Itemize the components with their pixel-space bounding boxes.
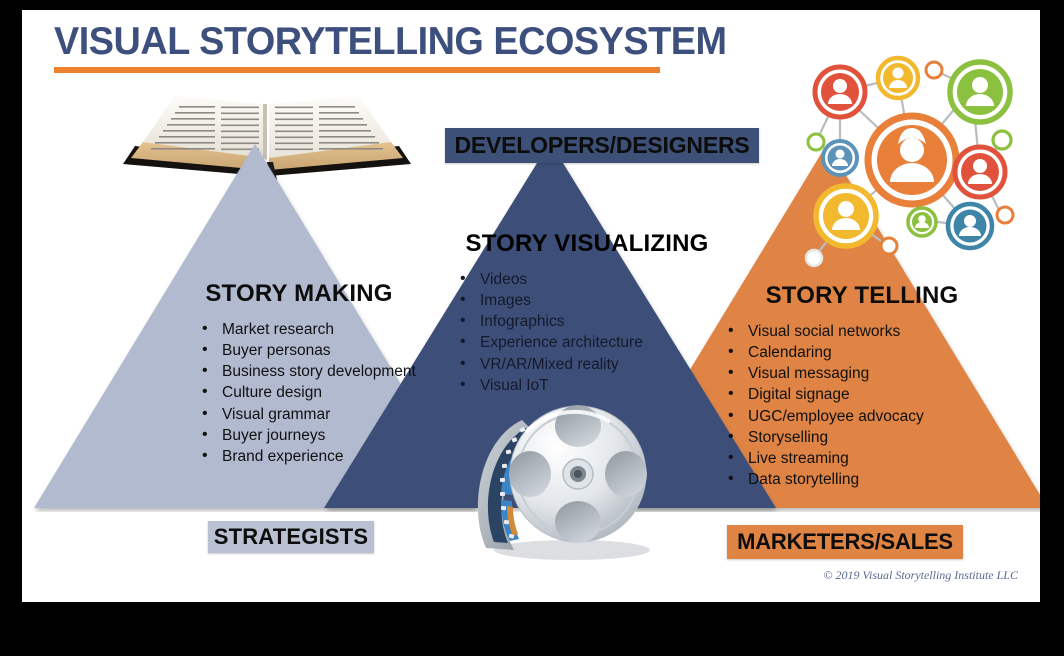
list-item: • Storyselling [722,428,1012,448]
bullet-icon: • [728,427,734,445]
list-item: • Business story development [196,362,442,382]
page-title: VISUAL STORYTELLING ECOSYSTEM [54,20,727,63]
list-item: • Videos [454,270,732,290]
list-item: • Visual messaging [722,364,1012,384]
list-item: • Culture design [196,383,442,403]
list-item: • Visual IoT [454,376,732,396]
pillar-list-story-telling: • Visual social networks • Calendaring • Vi… [722,322,1012,490]
bullet-icon: • [460,312,466,330]
bullet-icon: • [202,404,208,422]
banner-strategists[interactable]: STRATEGISTS [208,521,374,553]
pillar-list-story-visualizing: • Videos • Images • Infographics • Experienc… [454,270,732,396]
bullet-icon: • [728,406,734,424]
open-book-photo [117,84,417,182]
bullet-icon: • [728,385,734,403]
list-item-label: Brand experience [222,447,344,465]
list-item: • Infographics [454,312,732,332]
list-item-label: Live streaming [748,449,849,467]
list-item-label: VR/AR/Mixed reality [480,355,619,373]
list-item-label: Digital signage [748,386,850,404]
bullet-icon: • [202,425,208,443]
list-item: • Calendaring [722,343,1012,363]
list-item-label: Visual IoT [480,376,549,394]
list-item-label: Videos [480,271,528,288]
list-item: • Market research [196,320,442,340]
list-item: • Visual grammar [196,405,442,425]
bullet-icon: • [460,270,466,287]
bullet-icon: • [202,446,208,464]
list-item: • Images [454,291,732,311]
list-item-label: Visual social networks [748,323,901,340]
infographic-canvas: VISUAL STORYTELLING ECOSYSTEM [22,10,1040,602]
list-item-label: Business story development [222,363,416,381]
list-item: • Digital signage [722,385,1012,405]
list-item-label: Infographics [480,313,565,331]
list-item-label: Culture design [222,384,322,402]
list-item-label: Data storytelling [748,470,860,488]
list-item: • Live streaming [722,449,1012,469]
list-item: • VR/AR/Mixed reality [454,355,732,375]
list-item: • Data storytelling [722,470,1012,490]
list-item-label: Calendaring [748,344,832,362]
pillar-story-telling-text: STORY TELLING • Visual social networks • C… [712,282,1012,491]
list-item-label: Visual grammar [222,405,331,423]
pillar-story-visualizing-text: STORY VISUALIZING • Videos • Images • Infog… [442,230,732,397]
list-item-label: Experience architecture [480,334,643,352]
list-item-label: Images [480,292,531,310]
pillar-heading-story-telling: STORY TELLING [765,282,959,309]
bullet-icon: • [460,291,466,309]
list-item: • Buyer personas [196,341,442,361]
triangle-story-visualizing [320,138,780,512]
bullet-icon: • [728,343,734,361]
pillar-list-story-making: • Market research • Buyer personas • Busine… [196,320,442,467]
banner-developers-designers[interactable]: DEVELOPERS/DESIGNERS [445,128,759,163]
bullet-icon: • [728,322,734,339]
list-item-label: Buyer personas [222,342,331,360]
bullet-icon: • [202,320,208,337]
list-item: • Experience architecture [454,333,732,353]
bullet-icon: • [202,341,208,359]
list-item-label: Market research [222,321,334,338]
film-reel-graphic [460,398,660,562]
title-block: VISUAL STORYTELLING ECOSYSTEM [54,20,747,73]
list-item: • Visual social networks [722,322,1012,342]
banner-marketers-sales[interactable]: MARKETERS/SALES [727,525,963,559]
list-item: • UGC/employee advocacy [722,407,1012,427]
bullet-icon: • [460,333,466,351]
pillar-heading-story-visualizing: STORY VISUALIZING [465,230,709,257]
bullet-icon: • [202,362,208,380]
list-item-label: Storyselling [748,428,829,446]
list-item: • Buyer journeys [196,426,442,446]
social-network-graphic [794,50,1032,272]
pillar-heading-story-making: STORY MAKING [205,280,393,307]
list-item-label: Visual messaging [748,365,870,383]
title-underline-rule [54,66,660,73]
list-item-label: UGC/employee advocacy [748,407,924,425]
triangle-story-making [30,140,480,512]
copyright-notice: © 2019 Visual Storytelling Institute LLC [823,568,1018,582]
bullet-icon: • [460,375,466,393]
bullet-icon: • [202,383,208,401]
bullet-icon: • [728,448,734,466]
list-item-label: Buyer journeys [222,426,326,444]
list-item: • Brand experience [196,447,442,467]
pillar-story-making-text: STORY MAKING • Market research • Buyer per… [162,280,442,468]
bullet-icon: • [728,364,734,382]
bullet-icon: • [728,469,734,487]
bullet-icon: • [460,354,466,372]
